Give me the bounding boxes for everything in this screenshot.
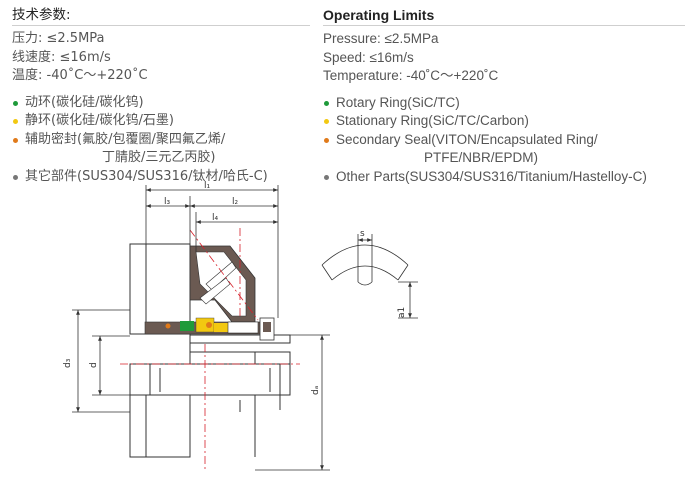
shaft: [129, 363, 291, 412]
material-text: Rotary Ring(SiC/TC): [336, 94, 460, 110]
material-text: 辅助密封(氟胶/包覆圈/聚四氟乙烯/: [25, 131, 226, 147]
operating-limits-en: Operating Limits Pressure: ≤2.5MPa Speed…: [323, 6, 693, 186]
dim-label-s: s: [360, 229, 365, 239]
gray-bullet-icon: [13, 174, 18, 180]
materials-en: Rotary Ring(SiC/TC) Stationary Ring(SiC/…: [323, 94, 693, 187]
limits-en: Pressure: ≤2.5MPa Speed: ≤16m/s Temperat…: [323, 30, 693, 86]
green-bullet-icon: [324, 100, 329, 106]
divider-zh: [12, 25, 310, 26]
material-text: Other Parts(SUS304/SUS316/Titanium/Haste…: [336, 168, 647, 184]
dim-label-a1: a1: [397, 307, 407, 318]
material-text: 动环(碳化硅/碳化钨): [25, 94, 144, 110]
divider-en: [323, 25, 685, 26]
material-text-continued: 丁腈胶/三元乙丙胶): [102, 150, 216, 165]
material-other-parts-zh: 其它部件(SUS304/SUS316/钛材/哈氏-C): [12, 168, 312, 187]
material-rotary-ring-en: Rotary Ring(SiC/TC): [323, 94, 693, 113]
green-bullet-icon: [13, 100, 18, 106]
materials-zh: 动环(碳化硅/碳化钨) 静环(碳化硅/碳化钨/石墨) 辅助密封(氟胶/包覆圈/聚…: [12, 94, 312, 187]
yellow-bullet-icon: [324, 119, 329, 124]
gland-body: [189, 245, 256, 323]
material-text: Stationary Ring(SiC/TC/Carbon): [336, 113, 529, 128]
centerlines: [120, 228, 300, 470]
material-secondary-seal-en: Secondary Seal(VITON/Encapsulated Ring/ …: [323, 131, 693, 168]
technical-parameters-zh: 技术参数: 压力: ≤2.5MPa 线速度: ≤16m/s 温度: -40˚C～…: [12, 6, 312, 186]
material-text: Secondary Seal(VITON/Encapsulated Ring/: [336, 131, 598, 147]
limit-speed-en: Speed: ≤16m/s: [323, 49, 414, 65]
limit-temperature-en: Temperature: -40˚C～+220˚C: [323, 68, 499, 83]
material-text-continued: PTFE/NBR/EPDM): [424, 150, 539, 165]
seal-assembly: [144, 317, 275, 341]
heading-zh: 技术参数:: [12, 7, 71, 23]
dim-label-d3: d₃: [63, 358, 73, 368]
limit-pressure-en: Pressure: ≤2.5MPa: [323, 31, 439, 46]
gray-bullet-icon: [324, 174, 329, 180]
orange-bullet-icon: [13, 137, 18, 143]
material-stationary-ring-en: Stationary Ring(SiC/TC/Carbon): [323, 112, 693, 131]
orange-bullet-icon: [324, 137, 329, 143]
limit-pressure-zh: 压力: ≤2.5MPa: [12, 31, 105, 46]
dim-label-l1: l₁: [204, 181, 211, 191]
material-secondary-seal-zh: 辅助密封(氟胶/包覆圈/聚四氟乙烯/ 丁腈胶/三元乙丙胶): [12, 131, 312, 168]
housing: [129, 243, 291, 458]
limit-temperature-zh: 温度: -40˚C～+220˚C: [12, 68, 148, 83]
dim-label-l4: l₄: [212, 213, 219, 223]
dim-label-l3: l₃: [164, 197, 171, 207]
yellow-bullet-icon: [13, 119, 18, 124]
heading-en: Operating Limits: [323, 7, 435, 23]
dim-label-d: d: [89, 362, 99, 368]
detail-view: [321, 234, 418, 319]
material-text: 其它部件(SUS304/SUS316/钛材/哈氏-C): [25, 168, 268, 184]
material-stationary-ring-zh: 静环(碳化硅/碳化钨/石墨): [12, 112, 312, 131]
material-text: 静环(碳化硅/碳化钨/石墨): [25, 113, 174, 128]
material-other-parts-en: Other Parts(SUS304/SUS316/Titanium/Haste…: [323, 168, 693, 187]
material-rotary-ring-zh: 动环(碳化硅/碳化钨): [12, 94, 312, 113]
dimension-lines: [72, 185, 330, 471]
limits-zh: 压力: ≤2.5MPa 线速度: ≤16m/s 温度: -40˚C～+220˚C: [12, 30, 312, 86]
limit-speed-zh: 线速度: ≤16m/s: [12, 49, 111, 65]
dim-label-da: dₐ: [311, 386, 321, 395]
dim-label-l2: l₂: [232, 197, 239, 207]
